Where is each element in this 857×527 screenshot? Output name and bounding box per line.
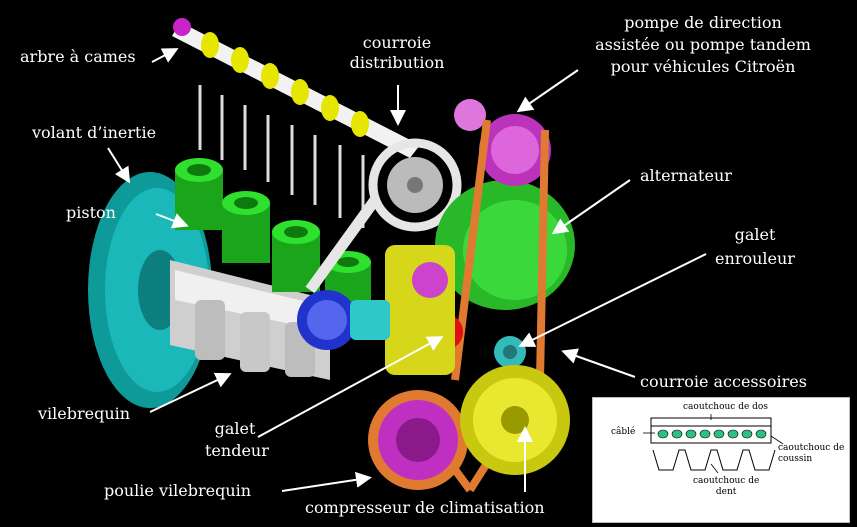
label-galet-enrouleur-line2: enrouleur — [700, 247, 810, 271]
label-pompe-line3: pour véhicules Citroën — [573, 56, 833, 78]
alternator — [435, 180, 575, 310]
label-galet-tendeur-line1: galet — [205, 418, 265, 440]
arrow-volant — [108, 148, 128, 180]
label-compresseur: compresseur de climatisation — [305, 498, 545, 518]
label-courroie-distribution-line2: distribution — [345, 53, 449, 73]
label-galet-enrouleur: galet enrouleur — [700, 223, 810, 271]
piston-2 — [222, 191, 270, 263]
label-courroie-distribution: courroie distribution — [345, 33, 449, 73]
inset-label-caoutchouc-dos: caoutchouc de dos — [683, 402, 768, 413]
ac-compressor — [460, 365, 570, 475]
steering-pump-pulley — [454, 99, 551, 186]
label-piston: piston — [66, 203, 116, 223]
arrow-alternateur — [555, 180, 630, 232]
arrow-poulie-vilebrequin — [282, 478, 368, 491]
arrow-courroie-accessoires — [565, 352, 635, 377]
inset-label-cable: câblé — [611, 427, 635, 438]
crank-sprocket — [297, 290, 357, 350]
idler-pulley — [494, 336, 526, 368]
piston-1 — [175, 158, 223, 230]
label-poulie-vilebrequin: poulie vilebrequin — [104, 481, 251, 501]
label-pompe-line2: assistée ou pompe tandem — [573, 34, 833, 56]
label-vilebrequin: vilebrequin — [38, 404, 130, 424]
arrow-pompe — [520, 70, 578, 110]
inset-label-caoutchouc-dent-line1: caoutchouc de — [693, 476, 759, 487]
label-courroie-accessoires: courroie accessoires — [640, 372, 807, 392]
label-alternateur: alternateur — [640, 166, 732, 186]
inset-label-caoutchouc-coussin: caoutchouc de coussin — [778, 443, 844, 465]
label-galet-tendeur-line2: tendeur — [205, 440, 265, 462]
inset-label-caoutchouc-coussin-line1: caoutchouc de — [778, 443, 844, 454]
label-volant: volant d’inertie — [32, 123, 156, 143]
arrow-arbre-a-cames — [152, 50, 175, 62]
label-galet-tendeur: galet tendeur — [205, 418, 265, 462]
label-arbre-a-cames: arbre à cames — [20, 47, 136, 67]
label-pompe-line1: pompe de direction — [573, 12, 833, 34]
belt-cross-section-inset: caoutchouc de dos câblé caoutchouc de co… — [592, 397, 850, 523]
inset-label-caoutchouc-dent-line2: dent — [693, 487, 759, 498]
crankshaft-pulley — [368, 390, 468, 490]
inset-label-caoutchouc-coussin-line2: coussin — [778, 454, 844, 465]
label-galet-enrouleur-line1: galet — [700, 223, 810, 247]
label-pompe: pompe de direction assistée ou pompe tan… — [573, 12, 833, 78]
label-courroie-distribution-line1: courroie — [345, 33, 449, 53]
inset-label-caoutchouc-dent: caoutchouc de dent — [693, 476, 759, 498]
